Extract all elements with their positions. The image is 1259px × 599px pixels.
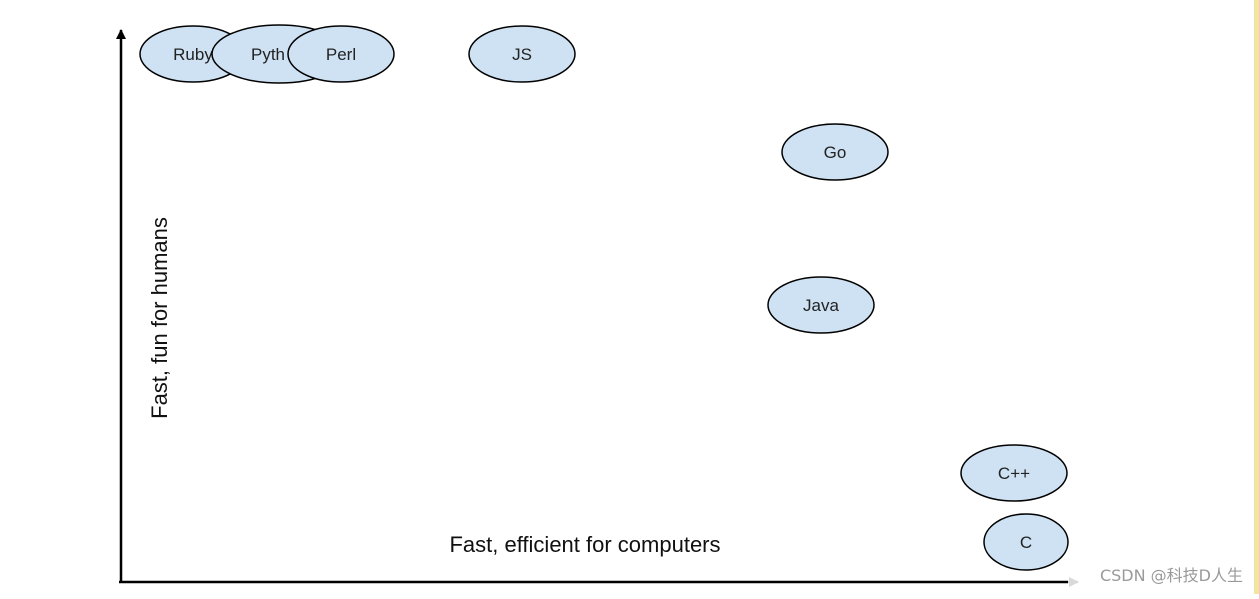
bubble-c-shape [983,513,1069,571]
watermark: CSDN @科技D人生 [1068,560,1250,590]
bubble-python-label: Pyth [251,45,285,64]
y-axis-label: Fast, fun for humans [147,217,172,419]
bubble-perl-shape [287,25,395,83]
bubble-cpp-shape [960,444,1068,502]
watermark-text: CSDN @科技D人生 [1100,566,1243,585]
bubble-go: Go [781,123,889,181]
bubble-java: Java [767,276,875,334]
bubble-java-shape [767,276,875,334]
bubble-js: JS [468,25,576,83]
bubble-perl: Perl [287,25,395,83]
x-axis-label: Fast, efficient for computers [449,532,720,557]
bubble-c: C [983,513,1069,571]
bubble-cpp: C++ [960,444,1068,502]
bubble-go-shape [781,123,889,181]
bubble-ruby-label: Ruby [173,45,213,64]
right-border-strip [1254,0,1259,594]
bubble-perl-label: Perl [326,45,356,64]
bubble-cpp-label: C++ [998,464,1030,483]
watermark-backdrop [1068,560,1250,590]
bubble-java-label: Java [803,296,839,315]
bubble-go-label: Go [824,143,847,162]
bubble-js-shape [468,25,576,83]
bubble-c-label: C [1020,533,1032,552]
bubble-js-label: JS [512,45,532,64]
